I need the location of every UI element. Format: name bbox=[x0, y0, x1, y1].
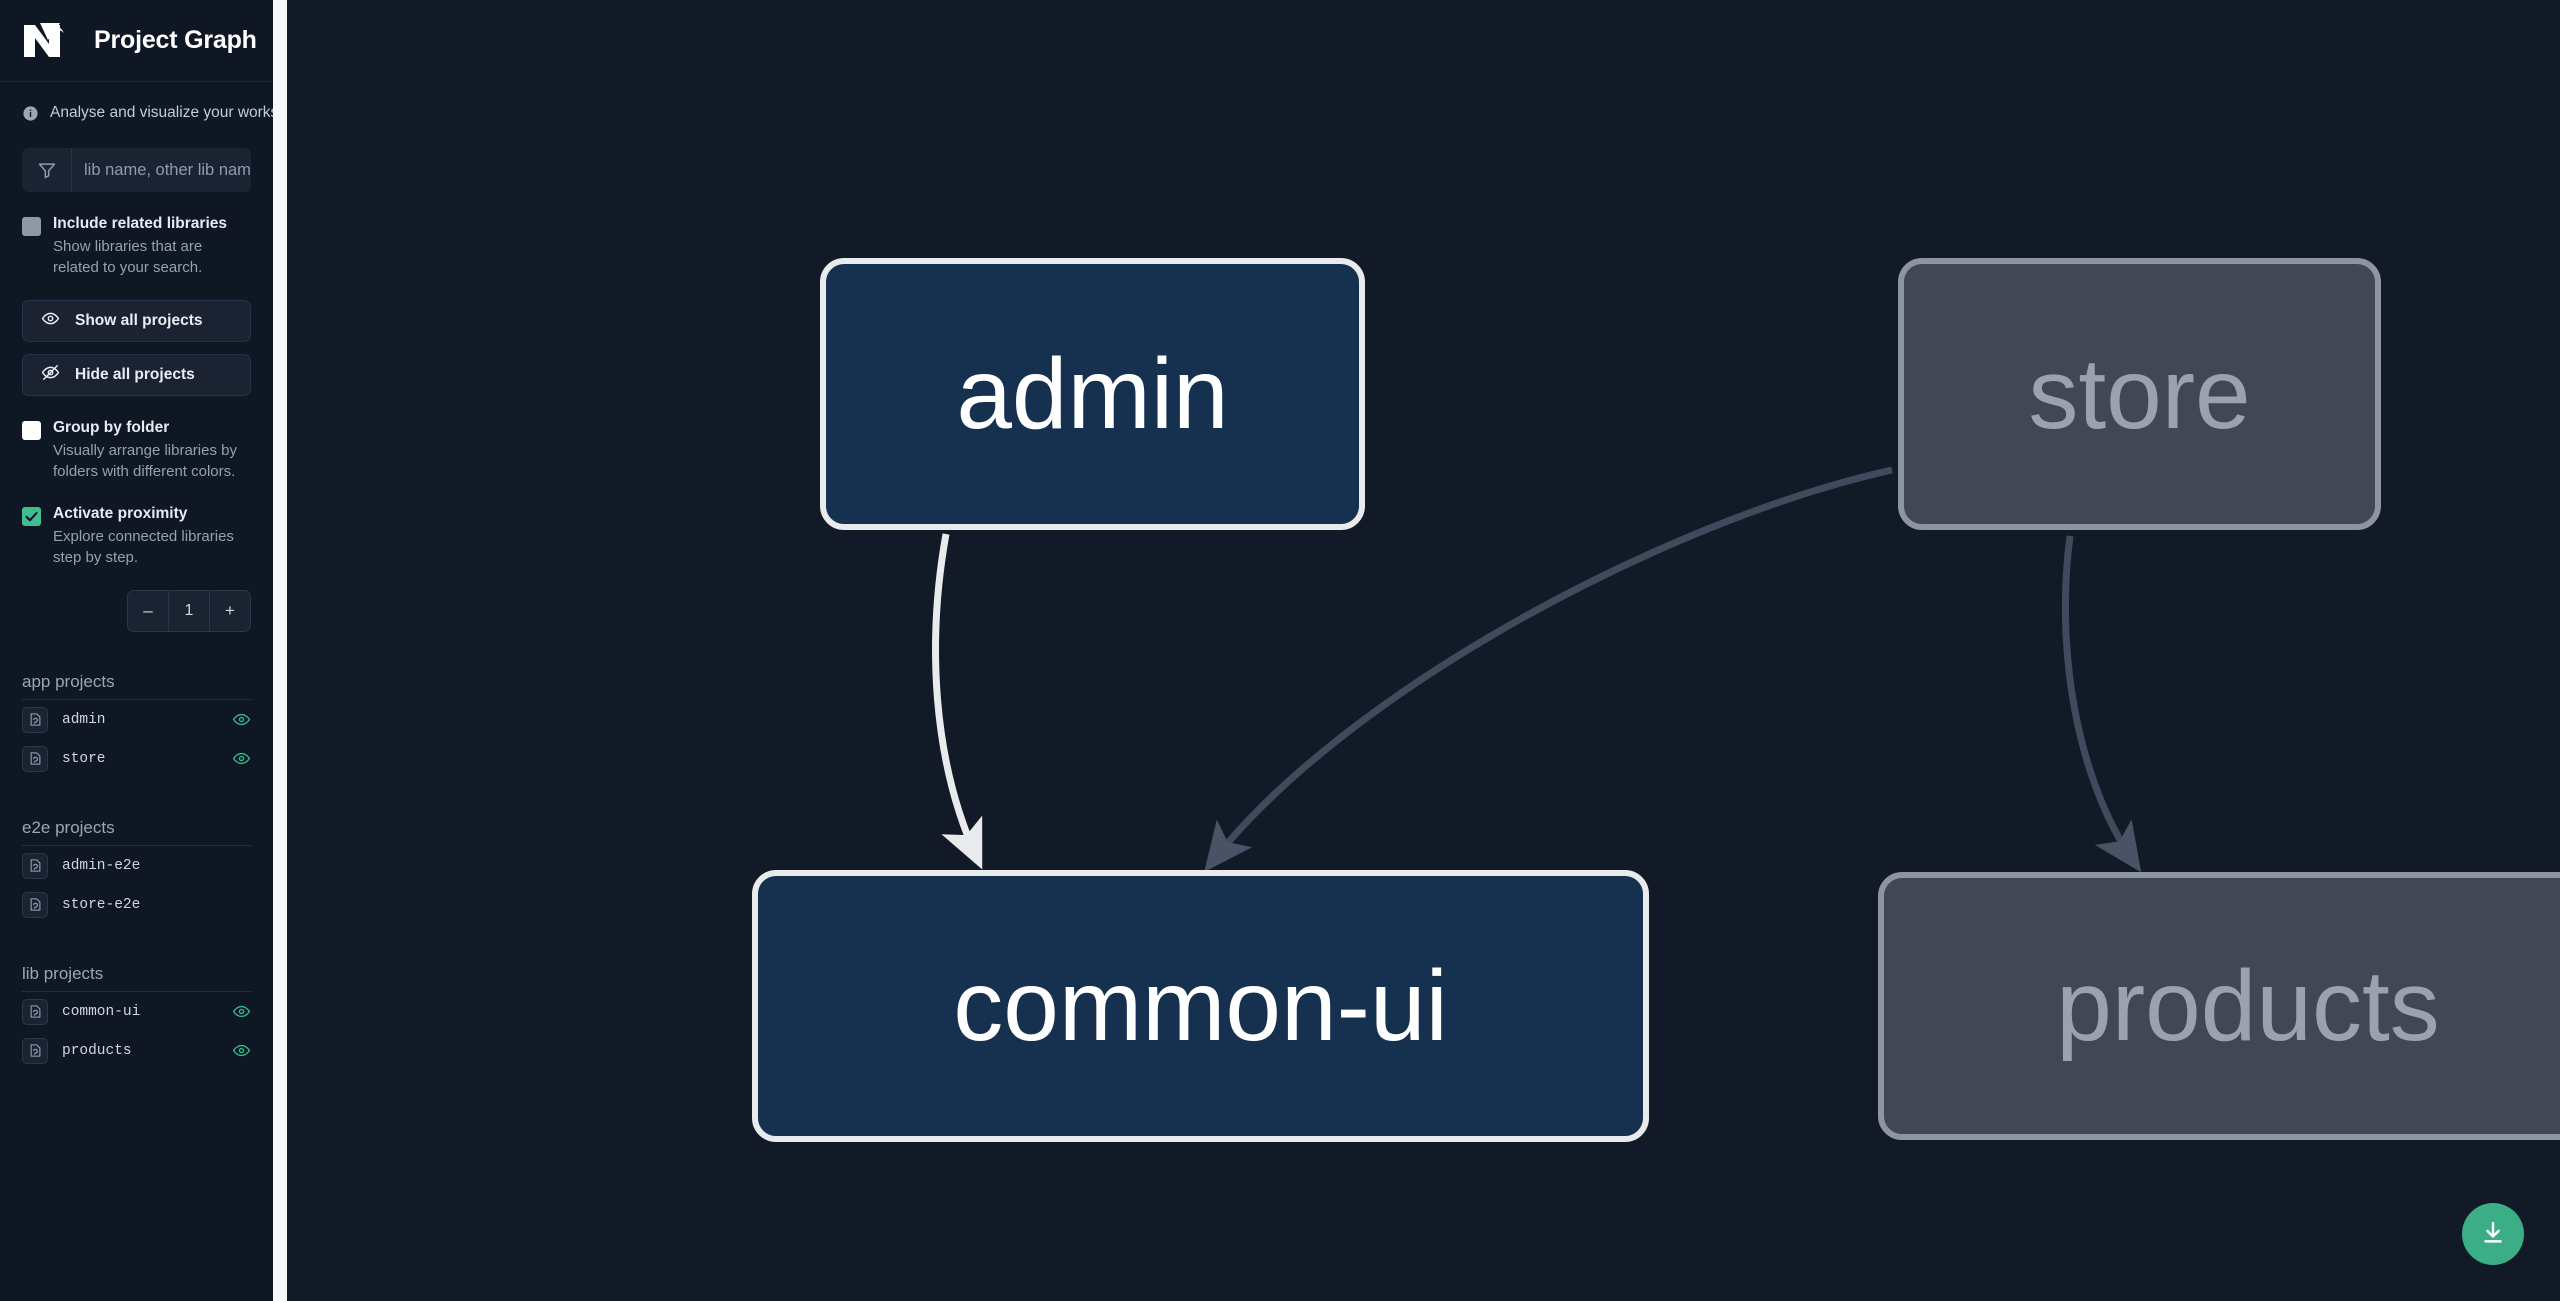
nx-logo bbox=[22, 19, 74, 63]
eye-icon bbox=[41, 309, 60, 333]
project-name: common-ui bbox=[62, 1003, 141, 1020]
hide-all-projects-label: Hide all projects bbox=[75, 366, 195, 383]
graph-node-label: store bbox=[2028, 338, 2251, 450]
project-group: e2e projects admin-e2e store-e2e bbox=[0, 818, 273, 924]
tagline: Analyse and visualize your workspace. bbox=[0, 82, 273, 122]
project-visible-eye-icon[interactable] bbox=[232, 1002, 251, 1021]
project-list-item[interactable]: store-e2e bbox=[22, 885, 251, 924]
project-visible-eye-icon[interactable] bbox=[232, 749, 251, 768]
edge-store-to-products bbox=[2061, 535, 2142, 873]
proximity-decrement-button[interactable]: – bbox=[128, 591, 168, 631]
project-group-heading: app projects bbox=[22, 672, 251, 700]
project-file-icon bbox=[22, 745, 48, 772]
graph-canvas[interactable]: admin store common-ui products bbox=[287, 0, 2560, 1301]
graph-node-store[interactable]: store bbox=[1898, 258, 2381, 530]
project-file-icon bbox=[22, 998, 48, 1025]
project-file-icon bbox=[22, 1037, 48, 1064]
sidebar-header: Project Graph bbox=[0, 0, 273, 82]
activate-proximity-checkbox[interactable] bbox=[22, 507, 41, 526]
project-group-heading: e2e projects bbox=[22, 818, 251, 846]
graph-node-label: admin bbox=[956, 338, 1229, 450]
option-description: Show libraries that are related to your … bbox=[53, 238, 203, 276]
proximity-increment-button[interactable]: + bbox=[209, 591, 250, 631]
show-all-projects-label: Show all projects bbox=[75, 312, 203, 329]
project-visibility-placeholder bbox=[232, 856, 251, 875]
project-name: admin-e2e bbox=[62, 857, 141, 874]
graph-node-products[interactable]: products bbox=[1878, 872, 2560, 1140]
tagline-text: Analyse and visualize your workspace. bbox=[50, 104, 273, 121]
project-group: lib projects common-ui products bbox=[0, 964, 273, 1070]
graph-node-label: products bbox=[2056, 950, 2440, 1062]
download-graph-button[interactable] bbox=[2462, 1203, 2524, 1265]
project-name: admin bbox=[62, 711, 106, 728]
graph-node-label: common-ui bbox=[953, 950, 1448, 1062]
graph-node-admin[interactable]: admin bbox=[820, 258, 1365, 530]
sidebar: Project Graph Analyse and visualize your… bbox=[0, 0, 273, 1301]
graph-node-common-ui[interactable]: common-ui bbox=[752, 870, 1649, 1142]
filter-icon bbox=[22, 148, 72, 192]
project-name: store-e2e bbox=[62, 896, 141, 913]
project-list-item[interactable]: products bbox=[22, 1031, 251, 1070]
option-title: Group by folder bbox=[53, 419, 170, 436]
include-related-libraries-checkbox[interactable] bbox=[22, 217, 41, 236]
option-description: Visually arrange libraries by folders wi… bbox=[53, 442, 237, 480]
option-include-related-libraries[interactable]: Include related libraries Show libraries… bbox=[0, 192, 273, 278]
group-by-folder-checkbox[interactable] bbox=[22, 421, 41, 440]
edge-store-to-common-ui bbox=[1204, 466, 1893, 872]
project-list-item[interactable]: common-ui bbox=[22, 992, 251, 1031]
project-list-item[interactable]: admin bbox=[22, 700, 251, 739]
eye-off-icon bbox=[41, 363, 60, 387]
project-name: store bbox=[62, 750, 106, 767]
project-group-heading: lib projects bbox=[22, 964, 251, 992]
proximity-value: 1 bbox=[168, 591, 209, 631]
option-activate-proximity[interactable]: Activate proximity Explore connected lib… bbox=[0, 482, 273, 568]
download-icon bbox=[2479, 1219, 2507, 1250]
search-input[interactable] bbox=[72, 148, 251, 192]
edge-admin-to-common-ui bbox=[932, 533, 983, 870]
project-visibility-placeholder bbox=[232, 895, 251, 914]
project-visible-eye-icon[interactable] bbox=[232, 710, 251, 729]
search-bar[interactable] bbox=[22, 148, 251, 192]
project-list-item[interactable]: store bbox=[22, 739, 251, 778]
page-title: Project Graph bbox=[94, 26, 257, 54]
project-file-icon bbox=[22, 852, 48, 879]
info-icon bbox=[22, 105, 39, 122]
project-file-icon bbox=[22, 706, 48, 733]
option-group-by-folder[interactable]: Group by folder Visually arrange librari… bbox=[0, 396, 273, 482]
sidebar-resize-handle[interactable] bbox=[273, 0, 287, 1301]
project-groups: app projects admin store e2e projects ad… bbox=[0, 672, 273, 1070]
option-description: Explore connected libraries step by step… bbox=[53, 528, 234, 566]
hide-all-projects-button[interactable]: Hide all projects bbox=[22, 354, 251, 396]
project-list-item[interactable]: admin-e2e bbox=[22, 846, 251, 885]
project-group: app projects admin store bbox=[0, 672, 273, 778]
project-name: products bbox=[62, 1042, 132, 1059]
graph-edges bbox=[932, 466, 2142, 873]
project-file-icon bbox=[22, 891, 48, 918]
option-title: Include related libraries bbox=[53, 215, 228, 232]
show-all-projects-button[interactable]: Show all projects bbox=[22, 300, 251, 342]
proximity-stepper[interactable]: – 1 + bbox=[127, 590, 251, 632]
option-title: Activate proximity bbox=[53, 505, 188, 522]
project-visible-eye-icon[interactable] bbox=[232, 1041, 251, 1060]
